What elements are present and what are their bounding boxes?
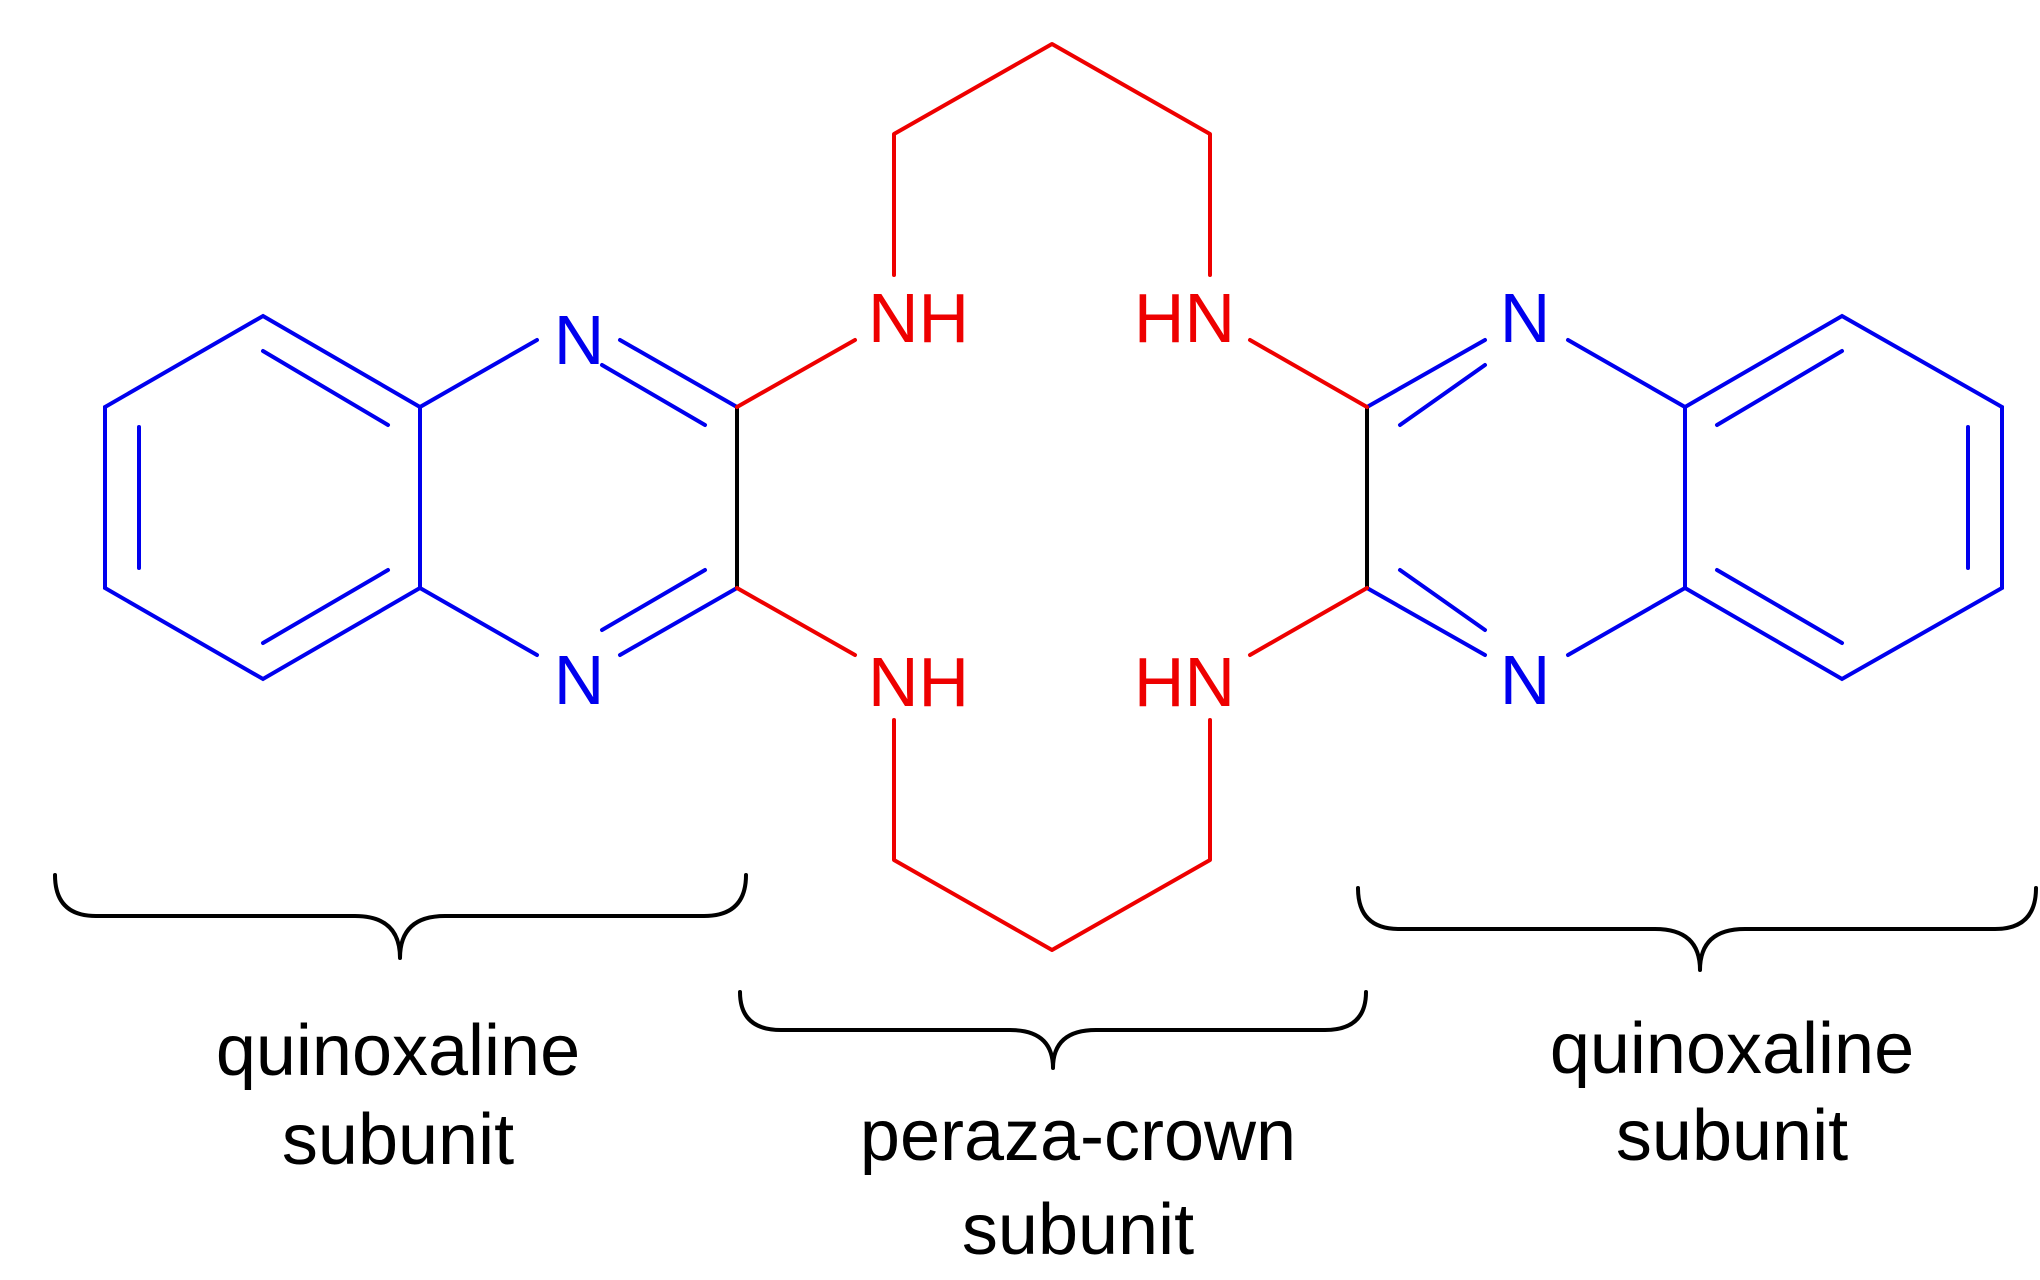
left-brace [53, 873, 748, 960]
peraza-crown-subunit [735, 42, 1369, 952]
left-pyrazine-bond [418, 338, 539, 409]
amine-label: NH [868, 643, 969, 721]
nitrogen-label: N [554, 301, 605, 379]
right-pyrazine-double-bond [1398, 568, 1487, 632]
atom-labels: N N NH NH HN HN N N [554, 279, 1551, 721]
amine-label: HN [1134, 279, 1235, 357]
right-pyrazine-bond [1365, 586, 1487, 657]
braces [53, 873, 2038, 1070]
crown-top-bridge [892, 42, 1212, 277]
left-pyrazine-bond [418, 586, 539, 657]
crown-bond [735, 338, 857, 409]
right-pyrazine-bond [1365, 338, 1487, 409]
right-pyrazine-bond [1566, 586, 1687, 657]
center-caption-line2: subunit [962, 1190, 1194, 1270]
nitrogen-label: N [554, 641, 605, 719]
right-brace [1356, 886, 2038, 972]
right-caption-line1: quinoxaline [1550, 1009, 1914, 1089]
left-pyrazine-bond [618, 338, 739, 409]
nitrogen-label: N [1500, 279, 1551, 357]
left-quinoxaline-subunit [103, 313, 739, 682]
left-benzene-double-bond [261, 568, 390, 645]
left-pyrazine-double-bond [600, 363, 707, 427]
right-benzene-double-bond [1715, 568, 1844, 645]
right-benzene-ring [1683, 313, 2004, 682]
captions: quinoxaline subunit peraza-crown subunit… [216, 1009, 1914, 1270]
crown-bottom-bridge [892, 718, 1212, 952]
nitrogen-label: N [1500, 641, 1551, 719]
right-benzene-double-bond [1715, 349, 1844, 427]
crown-bond [735, 586, 857, 657]
left-pyrazine-bond [618, 586, 739, 657]
amine-label: HN [1134, 643, 1235, 721]
center-caption-line1: peraza-crown [860, 1096, 1296, 1176]
right-pyrazine-bond [1566, 338, 1687, 409]
left-benzene-ring [103, 313, 422, 682]
center-brace [738, 990, 1368, 1070]
left-caption-line2: subunit [282, 1100, 514, 1180]
crown-bond [1248, 586, 1369, 657]
crown-bond [1248, 338, 1369, 409]
right-pyrazine-double-bond [1398, 363, 1487, 427]
right-caption-line2: subunit [1616, 1096, 1848, 1176]
right-quinoxaline-subunit [1365, 313, 2004, 682]
amine-label: NH [868, 279, 969, 357]
left-caption-line1: quinoxaline [216, 1011, 580, 1091]
left-pyrazine-double-bond [600, 568, 707, 632]
left-benzene-double-bond [261, 349, 390, 427]
